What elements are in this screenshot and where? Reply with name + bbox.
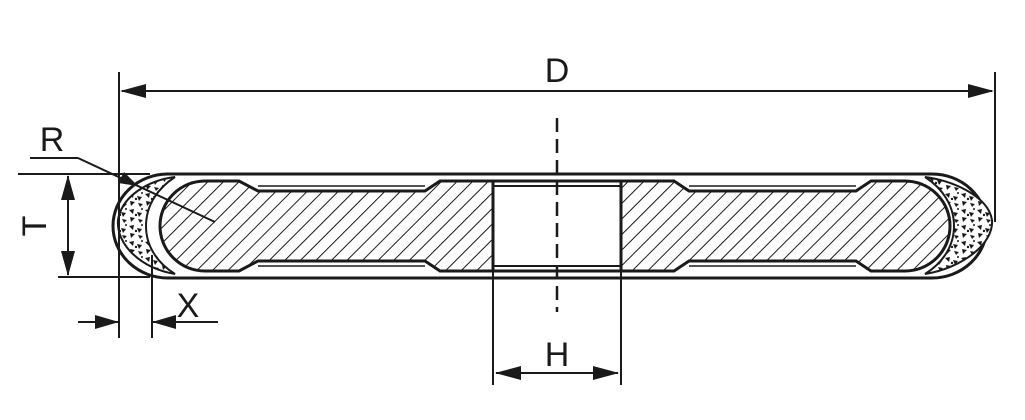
right-hatched-body xyxy=(619,179,952,273)
left-hatched-body xyxy=(158,179,495,273)
label-r: R xyxy=(40,121,65,159)
radius-r-leader xyxy=(30,157,216,223)
label-d: D xyxy=(545,52,570,90)
dimension-d xyxy=(118,72,996,338)
label-x: X xyxy=(177,287,200,325)
dimension-x xyxy=(78,255,218,338)
label-t: T xyxy=(16,216,54,237)
left-abrasive-layer xyxy=(116,176,176,275)
label-h: H xyxy=(545,336,570,374)
dimension-h xyxy=(492,271,622,385)
dimension-t xyxy=(18,173,150,278)
right-abrasive-layer xyxy=(924,176,994,275)
